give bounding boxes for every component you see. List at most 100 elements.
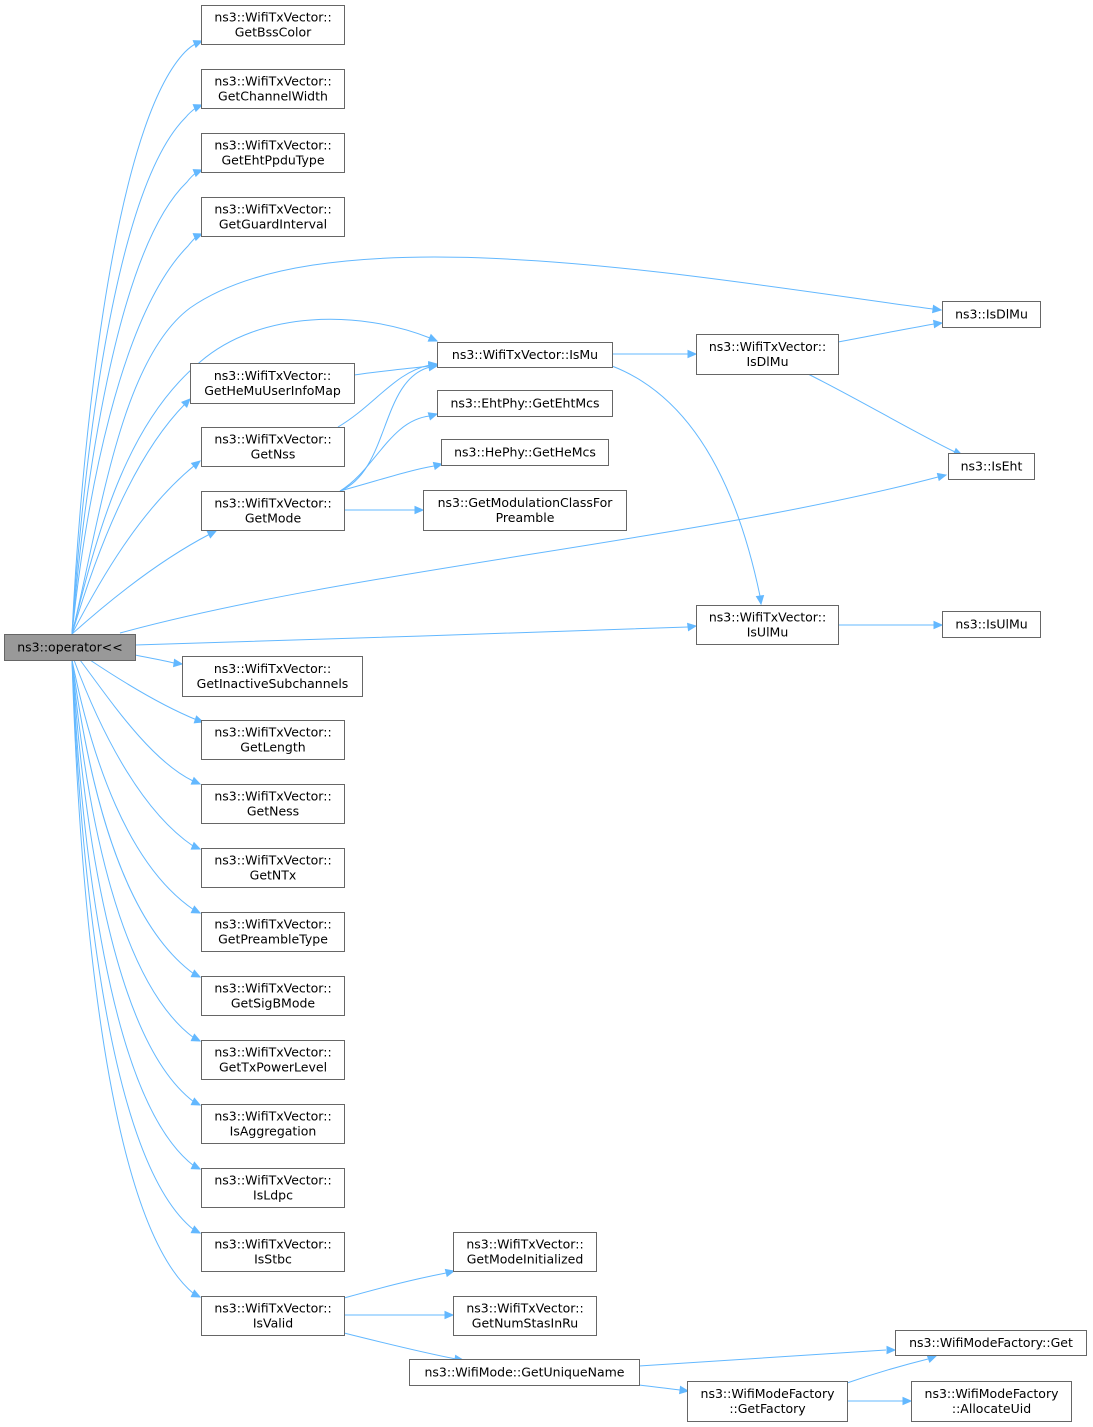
node-GetTxPowerLevel[interactable]: ns3::WifiTxVector::GetTxPowerLevel — [201, 1040, 345, 1080]
node-IsValid[interactable]: ns3::WifiTxVector::IsValid — [201, 1296, 345, 1336]
node-GetSigBMode[interactable]: ns3::WifiTxVector::GetSigBMode — [201, 976, 345, 1016]
node-label: ns3::WifiTxVector:: — [214, 661, 331, 676]
edge-root-to-GetEhtPpduType — [71, 169, 204, 635]
node-TxIsUlMu[interactable]: ns3::WifiTxVector::IsUlMu — [696, 605, 839, 645]
node-label: ns3::WifiTxVector:: — [466, 1237, 583, 1252]
node-label: ns3::WifiTxVector:: — [214, 1045, 331, 1060]
edge-root-to-IsEht — [119, 472, 948, 634]
edge-root-to-GetNess — [79, 659, 202, 785]
node-label: ns3::GetModulationClassFor — [438, 495, 614, 510]
edge-root-to-GetNss — [71, 460, 201, 635]
node-label: ns3::WifiTxVector:: — [709, 610, 826, 625]
node-label: ns3::HePhy::GetHeMcs — [454, 445, 596, 460]
node-label: ns3::WifiTxVector:: — [214, 432, 331, 447]
edge-root-to-IsDlMu — [71, 256, 943, 635]
node-label: ns3::WifiTxVector:: — [466, 1301, 583, 1316]
edge-root-to-GetChannelWidth — [71, 104, 204, 635]
node-label: GetNTx — [250, 868, 297, 883]
node-label: ns3::IsDlMu — [955, 307, 1028, 322]
node-label: GetChannelWidth — [218, 89, 328, 104]
node-label: ns3::WifiTxVector:: — [214, 1301, 331, 1316]
edge-GetFactory-to-AllocateUid — [847, 1396, 913, 1406]
node-label: ns3::WifiTxVector:: — [214, 1173, 331, 1188]
node-label: ns3::WifiModeFactory — [701, 1386, 836, 1401]
node-GetModeInitialized[interactable]: ns3::WifiTxVector::GetModeInitialized — [453, 1232, 597, 1272]
node-GetPreambleType[interactable]: ns3::WifiTxVector::GetPreambleType — [201, 912, 345, 952]
edge-root-to-IsLdpc — [71, 659, 202, 1170]
edge-root-to-GetMode — [71, 530, 218, 635]
node-IsLdpc[interactable]: ns3::WifiTxVector::IsLdpc — [201, 1168, 345, 1208]
edge-root-to-GetPreambleType — [71, 659, 202, 914]
node-GetBssColor[interactable]: ns3::WifiTxVector::GetBssColor — [201, 5, 345, 45]
node-FactoryGet[interactable]: ns3::WifiModeFactory::Get — [895, 1330, 1087, 1356]
node-label: ns3::WifiTxVector:: — [214, 138, 331, 153]
node-label: ns3::WifiTxVector:: — [214, 496, 331, 511]
node-IsUlMu[interactable]: ns3::IsUlMu — [942, 611, 1041, 638]
edge-IsMu-to-TxIsDlMu — [612, 349, 698, 359]
node-GetHeMcs[interactable]: ns3::HePhy::GetHeMcs — [441, 439, 609, 466]
node-GetFactory[interactable]: ns3::WifiModeFactory::GetFactory — [687, 1381, 848, 1422]
node-GetUniqueName[interactable]: ns3::WifiMode::GetUniqueName — [409, 1359, 640, 1386]
edge-root-to-IsAggregation — [71, 659, 202, 1106]
edge-TxIsDlMu-to-IsEht — [807, 373, 964, 456]
node-label: ns3::WifiTxVector:: — [214, 202, 331, 217]
node-GetLength[interactable]: ns3::WifiTxVector::GetLength — [201, 720, 345, 760]
node-label: ns3::EhtPhy::GetEhtMcs — [450, 396, 599, 411]
edge-GetMode-to-GetEhtMcs — [339, 412, 439, 492]
edge-root-to-GetGuardInterval — [71, 233, 204, 635]
node-label: GetPreambleType — [218, 932, 328, 947]
node-IsAggregation[interactable]: ns3::WifiTxVector::IsAggregation — [201, 1104, 345, 1144]
node-GetChannelWidth[interactable]: ns3::WifiTxVector::GetChannelWidth — [201, 69, 345, 109]
node-label: ns3::WifiTxVector::IsMu — [452, 347, 598, 362]
node-label: IsLdpc — [253, 1188, 293, 1203]
node-GetHeMuUserInfoMap[interactable]: ns3::WifiTxVector::GetHeMuUserInfoMap — [190, 363, 355, 404]
node-label: GetMode — [245, 511, 302, 526]
edge-GetUniqueName-to-GetFactory — [638, 1384, 690, 1395]
node-GetInactiveSubchannels[interactable]: ns3::WifiTxVector::GetInactiveSubchannel… — [182, 656, 363, 697]
node-GetNTx[interactable]: ns3::WifiTxVector::GetNTx — [201, 848, 345, 888]
node-IsDlMu[interactable]: ns3::IsDlMu — [942, 301, 1041, 328]
node-GetGuardInterval[interactable]: ns3::WifiTxVector::GetGuardInterval — [201, 197, 345, 237]
edge-root-to-IsMu — [71, 318, 439, 635]
node-label: ns3::WifiTxVector:: — [214, 10, 331, 25]
node-label: ns3::operator<< — [17, 640, 123, 655]
node-TxIsDlMu[interactable]: ns3::WifiTxVector::IsDlMu — [696, 334, 839, 375]
node-label: GetHeMuUserInfoMap — [204, 383, 341, 398]
node-GetEhtMcs[interactable]: ns3::EhtPhy::GetEhtMcs — [437, 390, 613, 417]
node-label: ::GetFactory — [729, 1401, 806, 1416]
edge-root-to-GetLength — [89, 659, 205, 724]
node-label: ns3::WifiTxVector:: — [214, 981, 331, 996]
edge-GetFactory-to-FactoryGet — [846, 1354, 938, 1384]
edge-root-to-GetTxPowerLevel — [71, 659, 202, 1042]
edge-IsMu-to-TxIsUlMu — [611, 365, 765, 606]
node-label: ns3::WifiModeFactory — [925, 1386, 1060, 1401]
node-root[interactable]: ns3::operator<< — [4, 634, 136, 661]
node-label: GetEhtPpduType — [221, 153, 324, 168]
node-GetNess[interactable]: ns3::WifiTxVector::GetNess — [201, 784, 345, 824]
edge-TxIsUlMu-to-IsUlMu — [838, 620, 944, 630]
edge-root-to-IsValid — [71, 659, 202, 1298]
node-IsStbc[interactable]: ns3::WifiTxVector::IsStbc — [201, 1232, 345, 1272]
node-label: ns3::WifiTxVector:: — [709, 339, 826, 354]
node-label: GetNess — [247, 804, 299, 819]
node-IsEht[interactable]: ns3::IsEht — [948, 453, 1035, 480]
node-label: GetLength — [240, 740, 305, 755]
node-label: IsUlMu — [747, 625, 789, 640]
node-label: GetTxPowerLevel — [219, 1060, 327, 1075]
edge-TxIsDlMu-to-IsDlMu — [837, 319, 944, 343]
edge-root-to-TxIsUlMu — [134, 622, 698, 646]
node-GetNumStasInRu[interactable]: ns3::WifiTxVector::GetNumStasInRu — [453, 1296, 597, 1336]
node-GetEhtPpduType[interactable]: ns3::WifiTxVector::GetEhtPpduType — [201, 133, 345, 173]
node-label: ns3::WifiTxVector:: — [214, 917, 331, 932]
node-GetNss[interactable]: ns3::WifiTxVector::GetNss — [201, 427, 345, 467]
node-label: ns3::WifiModeFactory::Get — [909, 1335, 1073, 1350]
node-label: ns3::WifiTxVector:: — [214, 1237, 331, 1252]
node-GetMode[interactable]: ns3::WifiTxVector::GetMode — [201, 491, 345, 531]
edge-root-to-GetHeMuUserInfoMap — [71, 398, 191, 635]
node-label: GetModeInitialized — [467, 1252, 584, 1267]
node-IsMu[interactable]: ns3::WifiTxVector::IsMu — [437, 342, 613, 368]
node-AllocateUid[interactable]: ns3::WifiModeFactory::AllocateUid — [911, 1381, 1072, 1422]
edge-GetMode-to-GetHeMcs — [339, 461, 444, 492]
edge-GetMode-to-IsMu — [339, 363, 439, 492]
